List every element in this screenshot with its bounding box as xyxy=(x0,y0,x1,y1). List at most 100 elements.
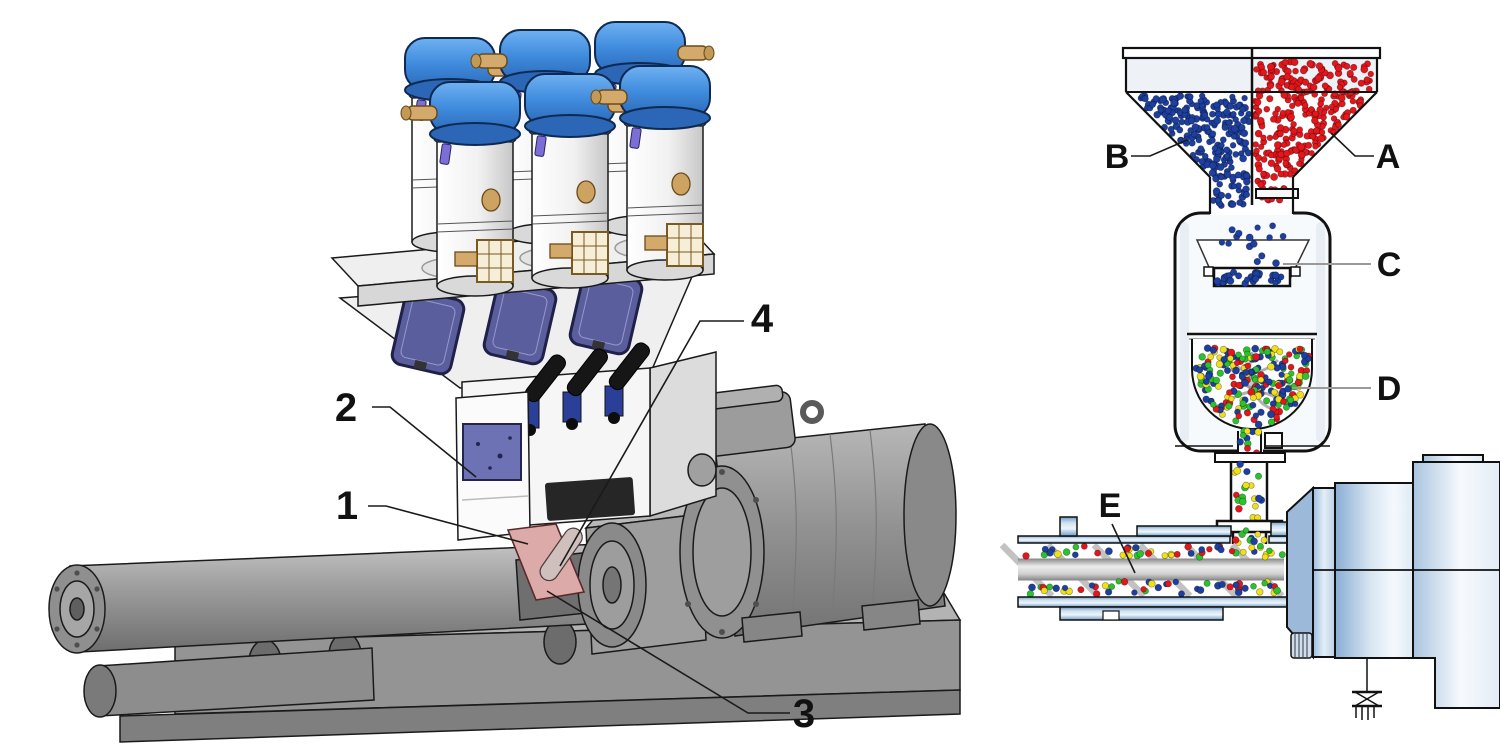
pellet xyxy=(1243,191,1251,199)
pellet xyxy=(1260,170,1267,178)
pellet xyxy=(1263,347,1272,356)
pellet xyxy=(1252,502,1259,510)
pellet xyxy=(1349,106,1357,114)
pellet xyxy=(1046,583,1054,591)
pellet xyxy=(1260,134,1267,141)
pellet xyxy=(1214,197,1222,204)
pellet xyxy=(1244,444,1252,452)
pellet xyxy=(1229,93,1236,101)
pellet xyxy=(1093,590,1101,598)
pellet xyxy=(1178,590,1185,598)
pellet xyxy=(1236,137,1243,144)
pellet xyxy=(1312,143,1319,150)
pellet xyxy=(1141,95,1149,103)
barrel-top-wall xyxy=(1017,535,1231,544)
pellet xyxy=(1209,130,1217,138)
pellet xyxy=(1164,580,1172,588)
pellet xyxy=(1187,93,1194,101)
pellet xyxy=(1257,180,1265,189)
load-cell-bracket xyxy=(1290,266,1301,277)
pellet xyxy=(1052,584,1060,593)
pellet xyxy=(1220,356,1228,364)
pellet xyxy=(1249,394,1257,402)
pellet xyxy=(1244,362,1252,370)
pellet xyxy=(1281,58,1289,66)
pellet xyxy=(1212,187,1221,196)
pellet xyxy=(1253,98,1262,107)
pellet xyxy=(1054,550,1062,558)
pellet xyxy=(1223,170,1232,179)
pellet xyxy=(1140,586,1147,593)
pellet xyxy=(1201,152,1209,160)
pellet xyxy=(1161,552,1169,560)
pellet xyxy=(1233,466,1242,475)
pellet xyxy=(1245,233,1254,242)
pellet xyxy=(1311,116,1319,125)
label-c: C xyxy=(1377,246,1402,284)
callout-4: 4 xyxy=(751,297,774,341)
sight-glass xyxy=(666,223,704,267)
pellet xyxy=(1265,378,1273,386)
pellet xyxy=(1239,431,1247,439)
pellet xyxy=(1277,77,1286,86)
pellet xyxy=(1261,580,1268,587)
pellet xyxy=(1176,126,1184,134)
pellet xyxy=(1157,107,1164,114)
pellet xyxy=(1279,109,1287,117)
callout-3-leader xyxy=(546,590,790,714)
pellet xyxy=(1297,151,1306,159)
pellet xyxy=(1334,63,1343,72)
pellet xyxy=(1267,362,1275,371)
pellet xyxy=(1189,151,1197,159)
pellet xyxy=(1104,588,1113,596)
hopper-loader xyxy=(400,81,521,297)
pellet xyxy=(1061,584,1069,592)
lid-clamp xyxy=(629,127,642,149)
pellet xyxy=(1218,239,1226,246)
pellet xyxy=(1357,79,1365,87)
callout-1-leader xyxy=(368,505,529,545)
pellet xyxy=(1232,366,1240,375)
pellet xyxy=(1235,102,1243,109)
pellet xyxy=(1267,418,1276,426)
pellet xyxy=(1342,113,1351,121)
barrel-bottom-wall xyxy=(1017,596,1289,608)
pellet xyxy=(1229,373,1236,381)
pellet xyxy=(1226,583,1234,591)
pellet xyxy=(1254,530,1262,538)
callout-1: 1 xyxy=(336,484,358,528)
label-d: D xyxy=(1377,370,1402,408)
pellet xyxy=(1211,145,1219,152)
pellet xyxy=(1257,376,1265,384)
pellet xyxy=(1290,120,1297,128)
pellet xyxy=(1312,127,1320,135)
pellet xyxy=(1223,360,1231,368)
motor-junction-box xyxy=(702,384,796,457)
pellet xyxy=(1244,350,1251,358)
pellet xyxy=(1280,141,1288,149)
pellet xyxy=(1243,276,1251,283)
pellet xyxy=(1255,107,1263,115)
pellet xyxy=(1321,82,1329,90)
pellet xyxy=(1278,371,1285,378)
pellet xyxy=(1270,115,1277,123)
pellet xyxy=(1305,355,1312,363)
pellet xyxy=(1306,59,1315,68)
dosing-lever xyxy=(604,342,650,424)
pellet xyxy=(1176,92,1184,100)
pellet xyxy=(1230,133,1238,140)
pellet xyxy=(1094,549,1102,557)
pellet xyxy=(1201,111,1209,119)
material-hopper xyxy=(1121,46,1382,215)
pellet xyxy=(1316,105,1324,114)
pellet xyxy=(1288,83,1296,91)
pellet xyxy=(1248,544,1256,552)
extruder-drive xyxy=(1286,454,1500,720)
pellet xyxy=(1041,545,1049,553)
pellet xyxy=(1315,62,1324,70)
pellet xyxy=(1267,159,1276,167)
pellet xyxy=(1272,110,1279,117)
pellet xyxy=(1276,124,1285,132)
pellet xyxy=(1176,109,1184,117)
pellet xyxy=(1071,551,1079,559)
